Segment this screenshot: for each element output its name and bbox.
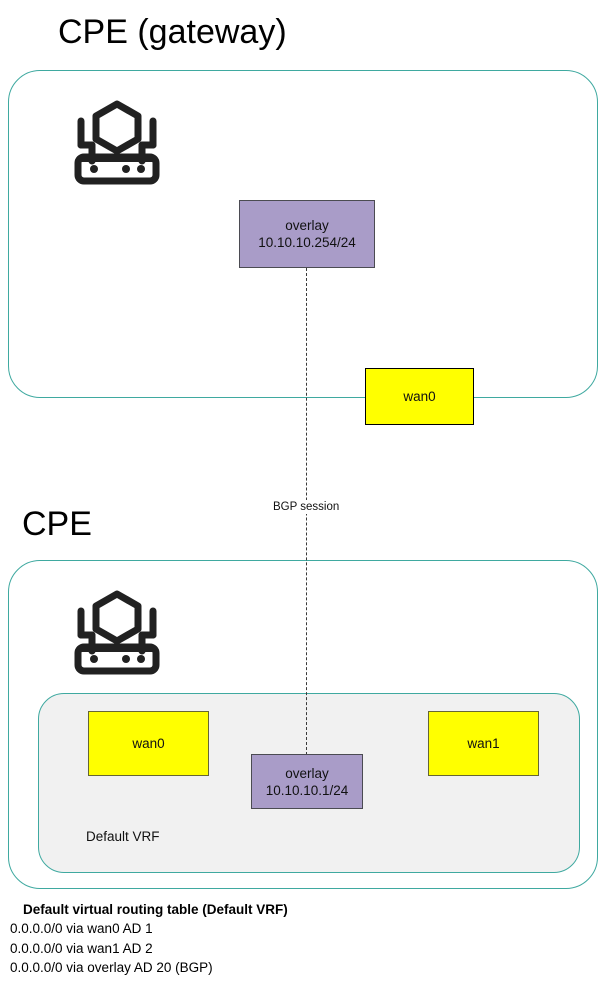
gateway-section-title: CPE (gateway) [58, 13, 287, 51]
interface-box-wan0-cpe[interactable]: wan0 [88, 711, 209, 776]
interface-label: overlay [285, 765, 329, 781]
gateway-device-container [8, 70, 598, 398]
routing-table-caption: Default virtual routing table (Default V… [10, 902, 440, 978]
router-icon [54, 99, 180, 187]
routing-table-title: Default virtual routing table (Default V… [23, 902, 288, 917]
bgp-session-label: BGP session [270, 500, 343, 514]
interface-box-overlay-gateway[interactable]: overlay 10.10.10.254/24 [239, 200, 375, 268]
interface-address: 10.10.10.254/24 [258, 235, 356, 250]
interface-label: wan0 [403, 389, 436, 404]
interface-box-wan0-gateway[interactable]: wan0 [365, 368, 474, 425]
interface-box-wan1-cpe[interactable]: wan1 [428, 711, 539, 776]
interface-address: 10.10.10.1/24 [265, 782, 349, 798]
interface-label: overlay [285, 218, 329, 233]
route-entry: 0.0.0.0/0 via wan0 AD 1 [10, 921, 153, 936]
interface-label: wan0 [132, 736, 165, 751]
route-entry: 0.0.0.0/0 via overlay AD 20 (BGP) [10, 960, 213, 975]
default-vrf-label: Default VRF [86, 829, 160, 844]
cpe-section-title: CPE [22, 505, 92, 543]
router-icon [54, 589, 180, 677]
interface-box-overlay-cpe[interactable]: overlay 10.10.10.1/24 [251, 754, 363, 809]
route-entry: 0.0.0.0/0 via wan1 AD 2 [10, 940, 153, 956]
interface-label: wan1 [467, 736, 500, 751]
cpe-device-container [8, 560, 598, 889]
